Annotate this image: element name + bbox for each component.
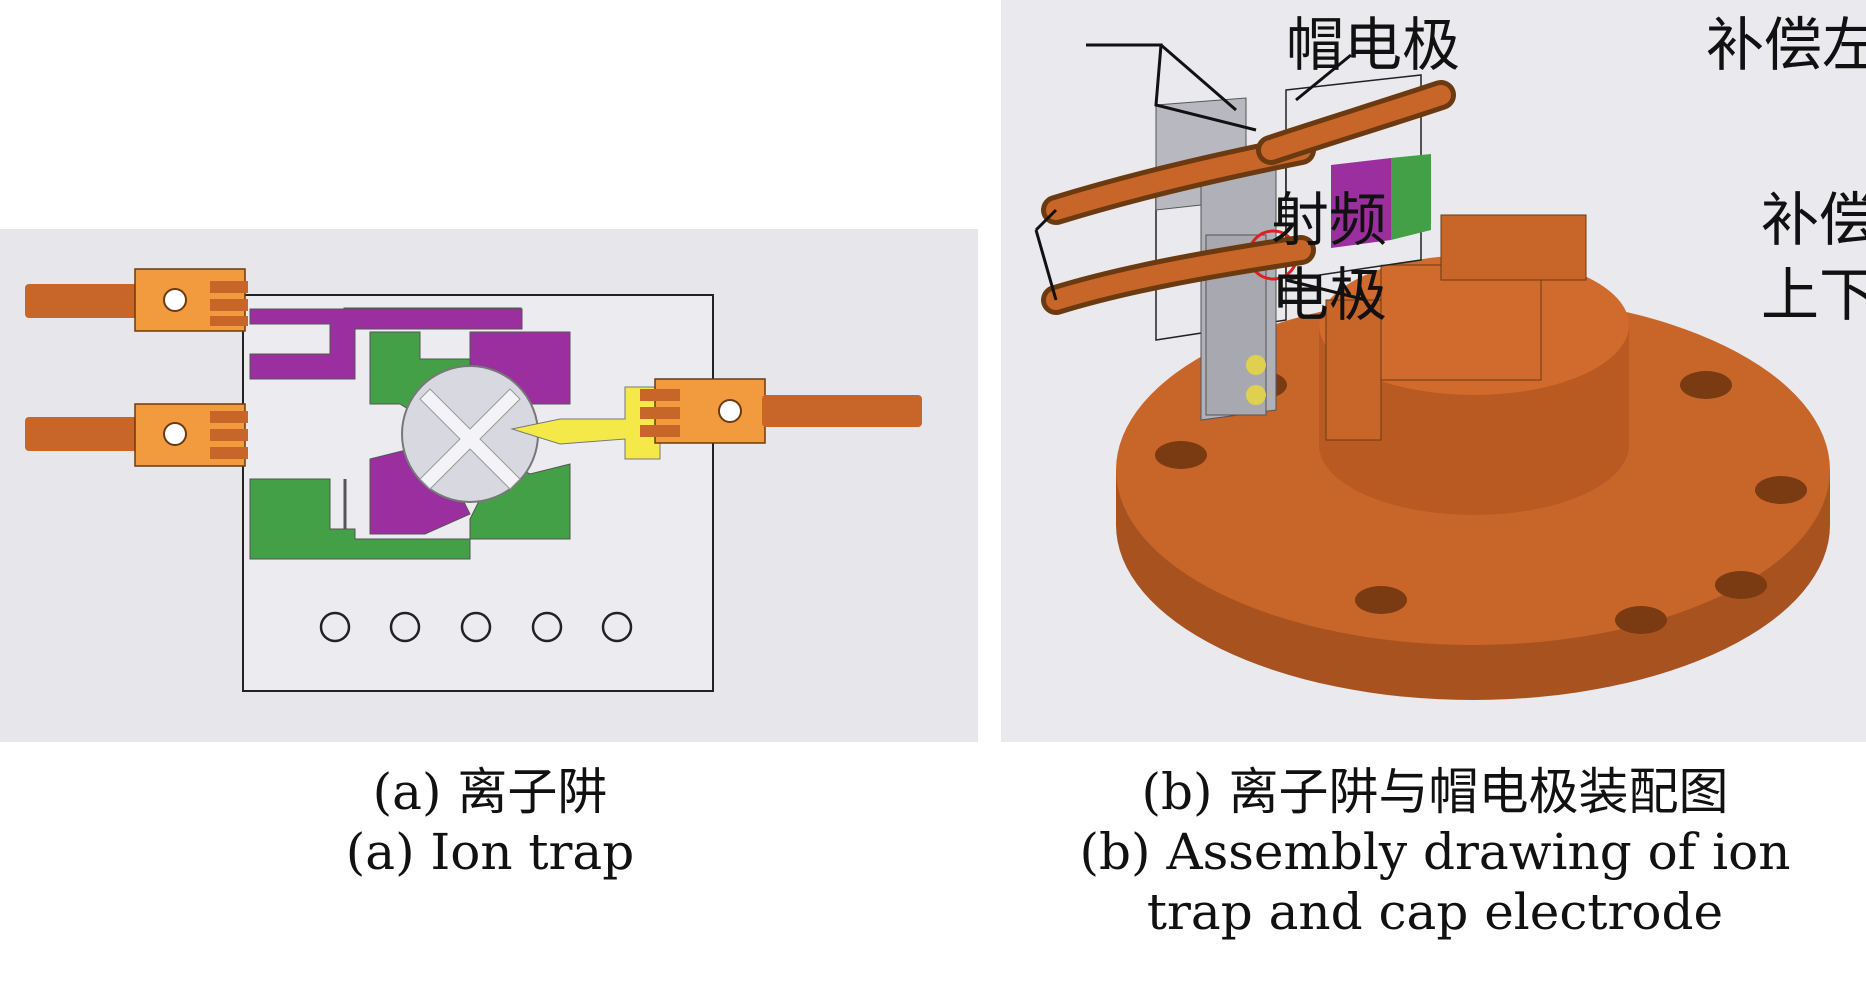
caption-a-en: (a) Ion trap	[345, 823, 635, 881]
trap-center	[401, 365, 539, 503]
label-compensation-lr: 补偿左右	[1706, 11, 1866, 79]
leader-lines	[1034, 43, 1367, 302]
label-compensation-ud-line2: 上下	[1761, 261, 1866, 329]
caption-b-zh: (b) 离子阱与帽电极装配图	[1141, 763, 1729, 821]
label-cap-electrode: 帽电极	[1286, 11, 1460, 79]
label-compensation-ud-line1: 补偿	[1761, 186, 1866, 254]
cables	[1041, 80, 1456, 315]
caption-b-en-line2: trap and cap electrode	[1146, 883, 1724, 941]
electrode-green-bottom	[249, 478, 471, 560]
caption-a-zh: (a) 离子阱	[372, 763, 608, 821]
caption-panel-b: (b) 离子阱与帽电极装配图 (b) Assembly drawing of i…	[1010, 762, 1860, 942]
label-rf-electrode-line1: 射频	[1271, 186, 1387, 254]
mounting-holes	[319, 611, 633, 643]
assembly-diagram: 帽电极 补偿左右 射频 电极 补偿 上下	[1034, 11, 1866, 700]
ion-trap-diagram	[25, 268, 922, 692]
label-rf-electrode-line2: 电极	[1271, 261, 1387, 329]
mount-block	[1325, 214, 1587, 441]
panel-b-assembly: 帽电极 补偿左右 射频 电极 补偿 上下	[1001, 0, 1866, 742]
electrode-purple-top	[249, 308, 523, 380]
caption-panel-a: (a) 离子阱 (a) Ion trap	[120, 762, 860, 882]
panel-a-ion-trap	[0, 229, 978, 742]
connector-left-bottom	[25, 403, 248, 467]
connector-right	[640, 378, 922, 444]
caption-b-en-line1: (b) Assembly drawing of ion	[1079, 823, 1791, 881]
connector-left-top	[25, 268, 248, 332]
